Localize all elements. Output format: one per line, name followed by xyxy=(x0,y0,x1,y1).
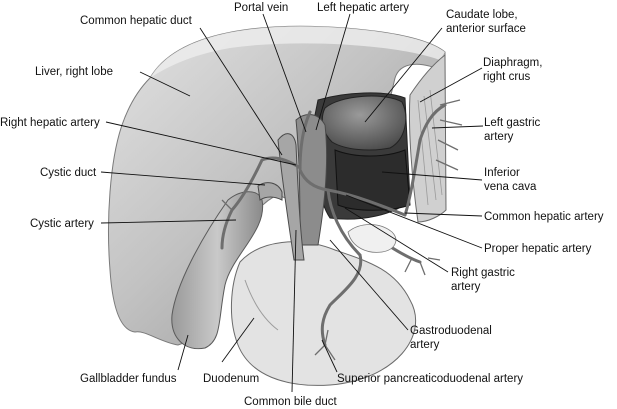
label-right-gastric-line1: Right gastric xyxy=(451,267,515,279)
pancreas-head xyxy=(347,224,397,253)
diaphragm-crus xyxy=(408,53,447,223)
label-common-hepatic-duct: Common hepatic duct xyxy=(80,15,193,27)
labels: Common hepatic duct Portal vein Left hep… xyxy=(0,2,604,408)
label-gallbladder-fundus: Gallbladder fundus xyxy=(80,373,177,385)
label-left-hepatic-artery: Left hepatic artery xyxy=(317,2,409,14)
label-cystic-duct: Cystic duct xyxy=(40,167,97,179)
label-left-gastric-line2: artery xyxy=(484,131,514,143)
leader-lines xyxy=(100,13,484,393)
label-liver-right-lobe: Liver, right lobe xyxy=(35,66,113,78)
duodenum xyxy=(231,241,416,386)
label-duodenum: Duodenum xyxy=(203,373,259,385)
label-portal-vein: Portal vein xyxy=(234,2,288,14)
label-right-gastric-line2: artery xyxy=(451,281,481,293)
label-diaphragm-line1: Diaphragm, xyxy=(483,57,542,69)
label-right-hepatic-artery: Right hepatic artery xyxy=(0,117,100,129)
label-left-gastric-line1: Left gastric xyxy=(484,117,540,129)
label-diaphragm-line2: right crus xyxy=(483,71,531,83)
label-common-bile-duct: Common bile duct xyxy=(244,396,337,408)
vessels xyxy=(257,114,328,261)
label-ivc-line1: Inferior xyxy=(484,167,520,179)
caudate-lobe xyxy=(321,95,407,151)
label-caudate-lobe-line1: Caudate lobe, xyxy=(446,9,518,21)
label-superior-pancreaticoduodenal-artery: Superior pancreaticoduodenal artery xyxy=(337,373,523,385)
label-gastroduodenal-line2: artery xyxy=(410,339,440,351)
label-cystic-artery: Cystic artery xyxy=(30,218,94,230)
label-gastroduodenal-line1: Gastroduodenal xyxy=(410,325,492,337)
label-common-hepatic-artery: Common hepatic artery xyxy=(484,211,604,223)
gallbladder xyxy=(171,191,264,350)
label-ivc-line2: vena cava xyxy=(484,181,537,193)
artery-branches xyxy=(221,99,463,361)
label-proper-hepatic-artery: Proper hepatic artery xyxy=(484,243,592,255)
label-caudate-lobe-line2: anterior surface xyxy=(446,23,526,35)
